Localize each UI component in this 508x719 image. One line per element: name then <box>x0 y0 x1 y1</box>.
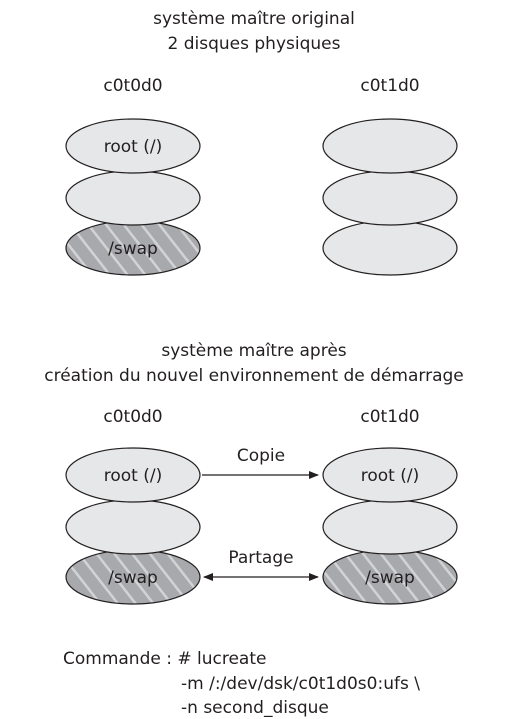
top-left-slice1-label: root (/) <box>104 137 162 157</box>
top-disk-right <box>322 118 458 276</box>
share-arrow-label: Partage <box>228 548 293 568</box>
top-title-line2: 2 disques physiques <box>168 34 341 54</box>
bottom-left-slice2 <box>65 499 201 555</box>
top-disk-left: root (/) /swap <box>65 118 201 276</box>
top-left-slice1 <box>65 118 201 174</box>
bottom-right-slice3-label: /swap <box>365 568 415 588</box>
top-left-slice3-label: /swap <box>108 239 158 259</box>
share-arrow: Partage <box>203 548 319 581</box>
bottom-right-slice1 <box>322 447 458 503</box>
top-right-slice3 <box>322 220 458 276</box>
bottom-left-slice1-label: root (/) <box>104 466 162 486</box>
bottom-disk-left: root (/) /swap <box>65 447 201 605</box>
top-left-slice2 <box>65 170 201 226</box>
copy-arrow: Copie <box>202 446 319 479</box>
bottom-disk-left-name: c0t0d0 <box>103 407 162 427</box>
bottom-title-line1: système maître après <box>161 341 346 361</box>
bottom-disk-right: root (/) /swap <box>322 447 458 605</box>
bottom-left-slice3-label: /swap <box>108 568 158 588</box>
top-right-slice1 <box>322 118 458 174</box>
copy-arrow-label: Copie <box>237 446 285 466</box>
command-line2: -m /:/dev/dsk/c0t1d0s0:ufs \ <box>181 674 420 694</box>
top-disk-right-name: c0t1d0 <box>360 76 419 96</box>
top-title-line1: système maître original <box>153 9 355 29</box>
bottom-disk-right-name: c0t1d0 <box>360 407 419 427</box>
command-line3: -n second_disque <box>181 698 329 718</box>
bottom-left-slice1 <box>65 447 201 503</box>
top-disk-left-name: c0t0d0 <box>103 76 162 96</box>
bottom-title-line2: création du nouvel environnement de déma… <box>44 366 464 386</box>
bottom-right-slice1-label: root (/) <box>361 466 419 486</box>
command-line1: Commande : # lucreate <box>63 649 266 669</box>
top-right-slice2 <box>322 170 458 226</box>
bottom-right-slice2 <box>322 499 458 555</box>
